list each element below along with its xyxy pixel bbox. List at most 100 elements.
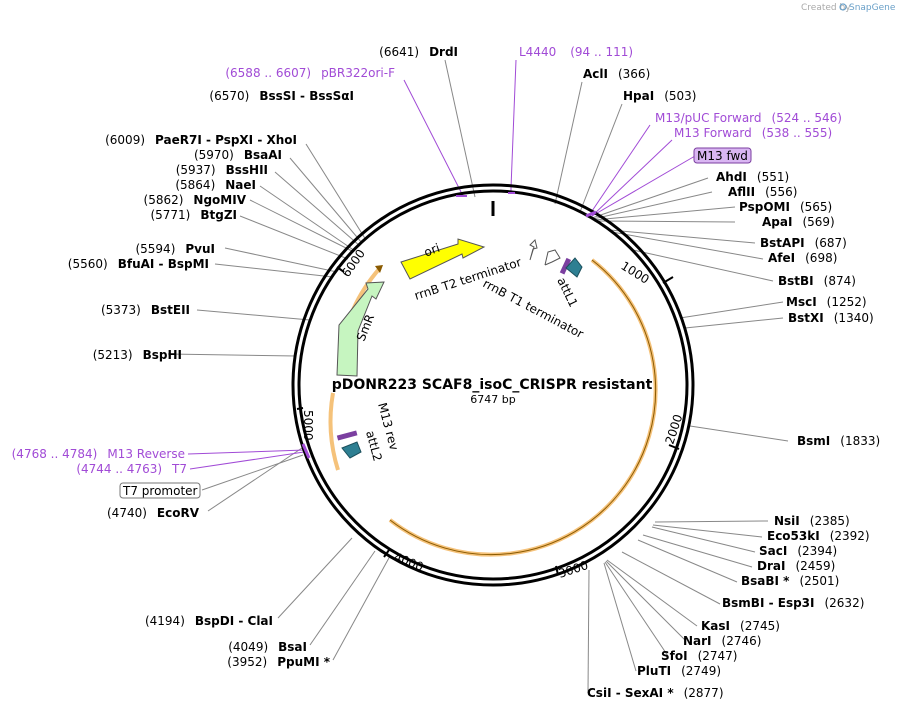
svg-text:AhdI(551): AhdI (551) [716, 170, 789, 184]
site-name[interactable]: BtgZI [200, 208, 237, 222]
svg-text:(4740)EcoRV: (4740)EcoRV [107, 506, 200, 520]
svg-text:BsmBI - Esp3I(2632): BsmBI - Esp3I(2632) [722, 596, 864, 610]
svg-text:M13 Forward(538 .. 555): M13 Forward(538 .. 555) [674, 126, 832, 140]
t7-promoter-line [201, 454, 304, 491]
site-pos: (2747) [698, 649, 738, 663]
site-name[interactable]: BstBI [778, 274, 814, 288]
site-name[interactable]: NgoMIV [193, 193, 246, 207]
site-name[interactable]: AflII [728, 185, 755, 199]
site-name[interactable]: BsaI [278, 640, 307, 654]
site-name[interactable]: SacI [759, 544, 787, 558]
m13-fwd-primer-bar [585, 210, 597, 218]
left-site-labels: (6641)DrdI (6570)BssSI - BssSαI (6009)Pa… [68, 45, 458, 669]
site-pos: (5864) [175, 178, 215, 192]
site-name[interactable]: PpuMI * [277, 655, 331, 669]
svg-text:(4768 .. 4784)M13 Reverse: (4768 .. 4784)M13 Reverse [12, 447, 185, 461]
svg-text:BsaBI *(2501): BsaBI * (2501) [741, 574, 839, 588]
primer-name-m13-reverse[interactable]: M13 Reverse [107, 447, 185, 461]
site-pos: (698) [805, 251, 837, 265]
site-pos: (2746) [722, 634, 762, 648]
svg-text:NsiI(2385): NsiI(2385) [774, 514, 850, 528]
backbone-outer-ring [291, 183, 695, 587]
svg-text:(5560)BfuAI - BspMI: (5560)BfuAI - BspMI [68, 257, 209, 271]
site-name[interactable]: BstAPI [760, 236, 805, 250]
site-name[interactable]: NarI [683, 634, 712, 648]
site-pos: (2459) [795, 559, 835, 573]
svg-text:(4194)BspDI - ClaI: (4194) BspDI - ClaI [145, 614, 273, 628]
site-pos: (1833) [840, 434, 880, 448]
site-name[interactable]: KasI [701, 619, 730, 633]
site-name[interactable]: BstXI [788, 311, 824, 325]
site-name[interactable]: BsaBI * [741, 574, 790, 588]
site-pos: (2392) [830, 529, 870, 543]
site-name[interactable]: BssSI - BssSαI [259, 89, 354, 103]
svg-text:(5970)BsaAI: (5970)BsaAI [194, 148, 282, 162]
site-name[interactable]: DraI [757, 559, 785, 573]
attl2-primer-bar [336, 430, 358, 441]
site-name[interactable]: EcoRV [157, 506, 200, 520]
ori-label: ori [422, 241, 442, 260]
m13-fwd-box[interactable]: M13 fwd [693, 147, 752, 164]
site-pos: (5213) [93, 348, 133, 362]
site-name[interactable]: PluTI [637, 664, 671, 678]
site-name[interactable]: BfuAI - BspMI [118, 257, 209, 271]
site-name[interactable]: SfoI [661, 649, 688, 663]
primer-name-m13-forward[interactable]: M13 Forward [674, 126, 752, 140]
site-name[interactable]: BsmI [797, 434, 830, 448]
site-name[interactable]: MscI [786, 295, 817, 309]
svg-text:(6588 .. 6607)pBR322ori-F: (6588 .. 6607)pBR322ori-F [225, 66, 395, 80]
site-name[interactable]: PspOMI [739, 200, 790, 214]
t7-promoter-label: T7 promoter [122, 484, 198, 498]
site-pos: (2501) [799, 574, 839, 588]
svg-text:(5771)BtgZI: (5771)BtgZI [150, 208, 237, 222]
site-name[interactable]: CsiI - SexAI * [587, 686, 674, 700]
site-name[interactable]: DrdI [429, 45, 458, 59]
svg-text:BstXI(1340): BstXI (1340) [788, 311, 874, 325]
primer-name-l4440[interactable]: L4440 [519, 45, 556, 59]
site-name[interactable]: BsmBI - Esp3I [722, 596, 814, 610]
site-name[interactable]: HpaI [623, 89, 654, 103]
site-name[interactable]: NaeI [225, 178, 256, 192]
site-name[interactable]: BssHII [226, 163, 268, 177]
attl2-label: attL2 [363, 429, 385, 463]
svg-text:PluTI(2749): PluTI(2749) [637, 664, 721, 678]
site-pos: (551) [757, 170, 789, 184]
primer-name-t7[interactable]: T7 [171, 462, 187, 476]
site-name[interactable]: BspHI [143, 348, 182, 362]
site-name[interactable]: BspDI - ClaI [195, 614, 273, 628]
site-pos: (1340) [834, 311, 874, 325]
site-pos: (565) [800, 200, 832, 214]
svg-text:L4440(94 .. 111): L4440(94 .. 111) [519, 45, 633, 59]
attl2-feature [341, 441, 362, 459]
site-name[interactable]: AfeI [768, 251, 795, 265]
site-pos: (687) [815, 236, 847, 250]
site-name[interactable]: PvuI [185, 242, 215, 256]
svg-text:AflII(556): AflII(556) [728, 185, 797, 199]
svg-text:AclI(366): AclI (366) [583, 67, 650, 81]
svg-text:NarI(2746): NarI (2746) [683, 634, 761, 648]
site-pos: (4194) [145, 614, 185, 628]
site-leader-lines [167, 59, 789, 694]
svg-text:(5373)BstEII: (5373)BstEII [101, 303, 190, 317]
svg-text:Eco53kI(2392): Eco53kI (2392) [767, 529, 870, 543]
site-name[interactable]: NsiI [774, 514, 800, 528]
site-name[interactable]: PaeR7I - PspXI - XhoI [155, 133, 297, 147]
site-name[interactable]: BsaAI [244, 148, 282, 162]
site-pos: (5594) [135, 242, 175, 256]
primer-labels: L4440(94 .. 111) (6588 .. 6607)pBR322ori… [12, 45, 842, 476]
svg-text:AfeI(698): AfeI (698) [768, 251, 837, 265]
site-pos: (6641) [379, 45, 419, 59]
site-name[interactable]: ApaI [762, 215, 792, 229]
t7-promoter-box[interactable]: T7 promoter [119, 482, 201, 499]
svg-text:(6570)BssSI - BssSαI: (6570)BssSI - BssSαI [209, 89, 354, 103]
primer-name-pbr322[interactable]: pBR322ori-F [321, 66, 395, 80]
primer-name-m13-puc[interactable]: M13/pUC Forward [655, 111, 762, 125]
svg-text:(5213)BspHI: (5213) BspHI [93, 348, 182, 362]
site-name[interactable]: Eco53kI [767, 529, 820, 543]
site-name[interactable]: BstEII [151, 303, 190, 317]
site-pos: (366) [618, 67, 650, 81]
site-name[interactable]: AhdI [716, 170, 747, 184]
svg-text:(4744 .. 4763)T7: (4744 .. 4763)T7 [76, 462, 187, 476]
site-name[interactable]: AclI [583, 67, 608, 81]
